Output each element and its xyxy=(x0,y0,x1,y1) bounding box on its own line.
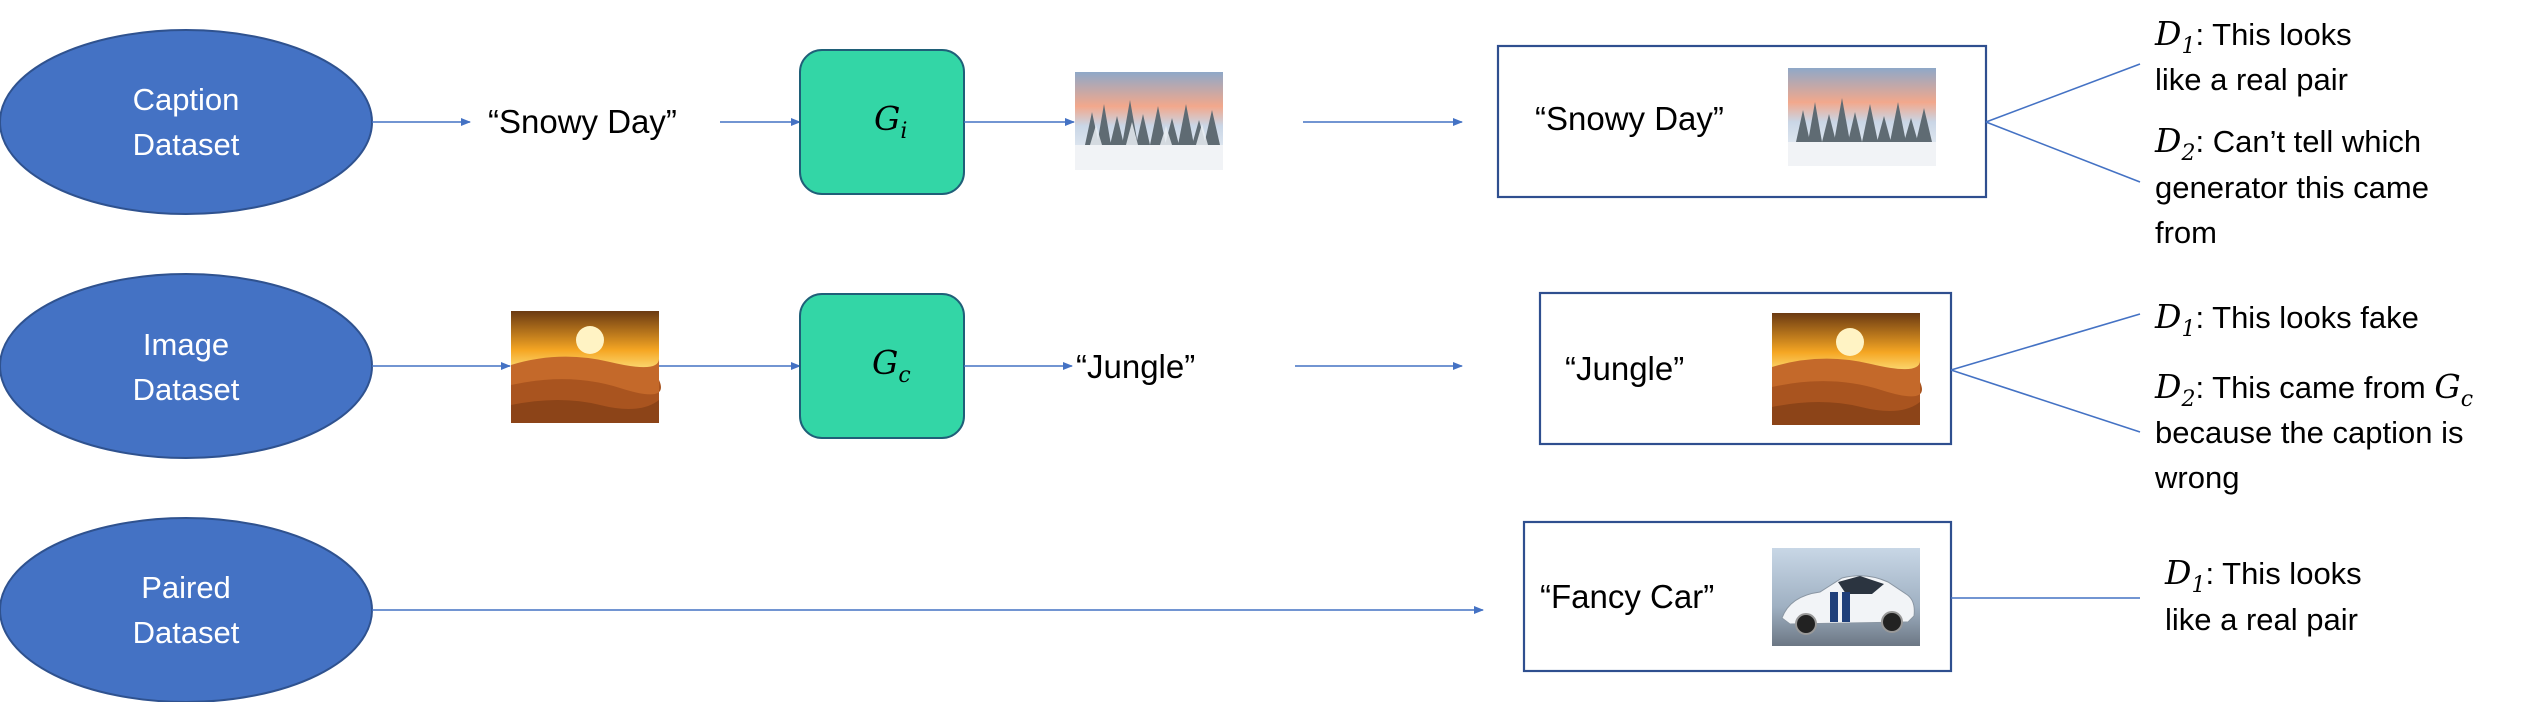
generator-gi-label: Gi xyxy=(874,99,907,144)
row1-d1-note: D1: This looks like a real pair xyxy=(2154,14,2352,97)
paired-dataset-label-2: Dataset xyxy=(133,615,240,650)
svg-text:from: from xyxy=(2155,215,2217,250)
svg-text:D2: This came from Gc: D2: This came from Gc xyxy=(2154,367,2473,412)
connector-pair2-d2 xyxy=(1950,369,2141,433)
desert-sunset-image xyxy=(511,311,661,423)
pair2-desert-image xyxy=(1772,313,1922,425)
caption-dataset-label-1: Caption xyxy=(133,82,240,117)
snowy-forest-image xyxy=(1075,72,1223,170)
svg-text:like a real pair: like a real pair xyxy=(2165,602,2358,637)
pair-box-2: “Jungle” xyxy=(1538,291,1953,446)
svg-text:D1: This looks: D1: This looks xyxy=(2154,14,2352,59)
connector-pair2-d1 xyxy=(1950,313,2141,371)
pair2-caption: “Jungle” xyxy=(1565,350,1684,387)
pair3-caption: “Fancy Car” xyxy=(1540,578,1714,615)
generator-gi: Gi xyxy=(799,49,965,195)
row1-d2-note: D2: Can’t tell which generator this came… xyxy=(2154,121,2429,250)
caption-dataset-node: Caption Dataset xyxy=(0,29,373,215)
row3-d1-note: D1: This looks like a real pair xyxy=(2164,553,2362,637)
generator-gc: Gc xyxy=(799,293,965,439)
row2-output-caption: “Jungle” xyxy=(1076,348,1195,385)
pair1-snowy-image xyxy=(1788,68,1936,166)
svg-text:D1: This looks: D1: This looks xyxy=(2164,553,2362,598)
svg-text:like a real pair: like a real pair xyxy=(2155,62,2348,97)
pair1-caption: “Snowy Day” xyxy=(1535,100,1724,137)
sports-car-image xyxy=(1772,548,1920,646)
svg-text:because the caption is: because the caption is xyxy=(2155,415,2464,450)
svg-text:D1: This looks fake: D1: This looks fake xyxy=(2154,297,2419,342)
row2-d2-note: D2: This came from Gc because the captio… xyxy=(2154,367,2473,495)
pair-box-1: “Snowy Day” xyxy=(1496,44,1988,199)
connector-pair1-d1 xyxy=(1985,63,2141,123)
pair-box-3: “Fancy Car” xyxy=(1522,520,1953,673)
caption-dataset-label-2: Dataset xyxy=(133,127,240,162)
row1-input-caption: “Snowy Day” xyxy=(488,103,677,140)
paired-dataset-label-1: Paired xyxy=(141,570,231,605)
generator-gc-label: Gc xyxy=(872,343,911,388)
row2-d1-note: D1: This looks fake xyxy=(2154,297,2419,342)
svg-text:D2: Can’t tell which: D2: Can’t tell which xyxy=(2154,121,2421,166)
connector-pair1-d2 xyxy=(1985,121,2141,183)
svg-text:wrong: wrong xyxy=(2154,460,2239,495)
image-dataset-label-1: Image xyxy=(143,327,229,362)
image-dataset-label-2: Dataset xyxy=(133,372,240,407)
paired-dataset-node: Paired Dataset xyxy=(0,517,373,702)
svg-text:generator this came: generator this came xyxy=(2155,170,2429,205)
image-dataset-node: Image Dataset xyxy=(0,273,373,459)
